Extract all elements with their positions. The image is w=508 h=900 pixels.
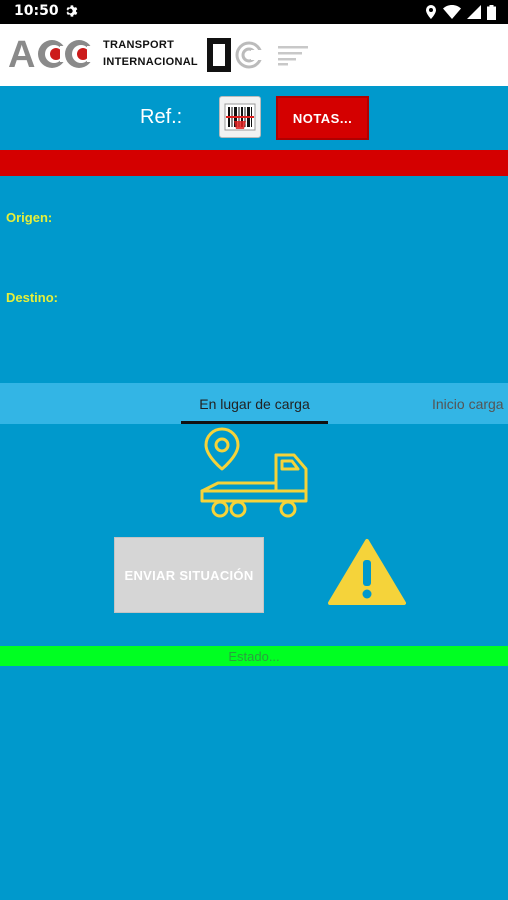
app-header: A TRANSPORT INTERNACIONAL — [0, 24, 508, 86]
acc-logo: A — [8, 34, 94, 76]
tab-inicio-carga[interactable]: Inicio carga — [432, 395, 504, 412]
notas-button[interactable]: NOTAS... — [276, 96, 369, 140]
brand-mark-icon — [207, 38, 263, 72]
status-icons — [425, 4, 496, 20]
ref-bar: Ref.: NOTAS... — [0, 86, 508, 150]
menu-lines-icon[interactable] — [278, 44, 310, 66]
wifi-icon — [443, 4, 461, 19]
svg-text:A: A — [8, 34, 35, 76]
company-line-2: INTERNACIONAL — [103, 56, 198, 68]
origen-label: Origen: — [6, 210, 53, 225]
red-divider — [0, 150, 508, 176]
status-bar: 10:50 — [0, 0, 508, 24]
destino-label: Destino: — [6, 290, 58, 305]
estado-bar: Estado... — [0, 646, 508, 666]
tow-truck-location-icon — [200, 427, 308, 518]
barcode-scan-button[interactable] — [219, 96, 261, 138]
warning-triangle-icon[interactable] — [328, 538, 406, 606]
ref-label: Ref.: — [140, 106, 183, 128]
location-icon — [426, 5, 436, 19]
gear-icon — [66, 5, 78, 17]
enviar-situacion-button[interactable]: ENVIAR SITUACIÓN — [114, 537, 264, 613]
battery-icon — [487, 4, 496, 20]
status-time: 10:50 — [14, 3, 59, 19]
company-name: TRANSPORT INTERNACIONAL — [103, 37, 198, 71]
barcode-icon — [224, 103, 256, 131]
status-tabs: En lugar de carga Inicio carga — [0, 383, 508, 424]
tab-en-lugar-de-carga[interactable]: En lugar de carga — [199, 395, 310, 412]
tab-indicator — [181, 421, 328, 424]
company-line-1: TRANSPORT — [103, 39, 175, 51]
signal-icon — [467, 5, 481, 19]
